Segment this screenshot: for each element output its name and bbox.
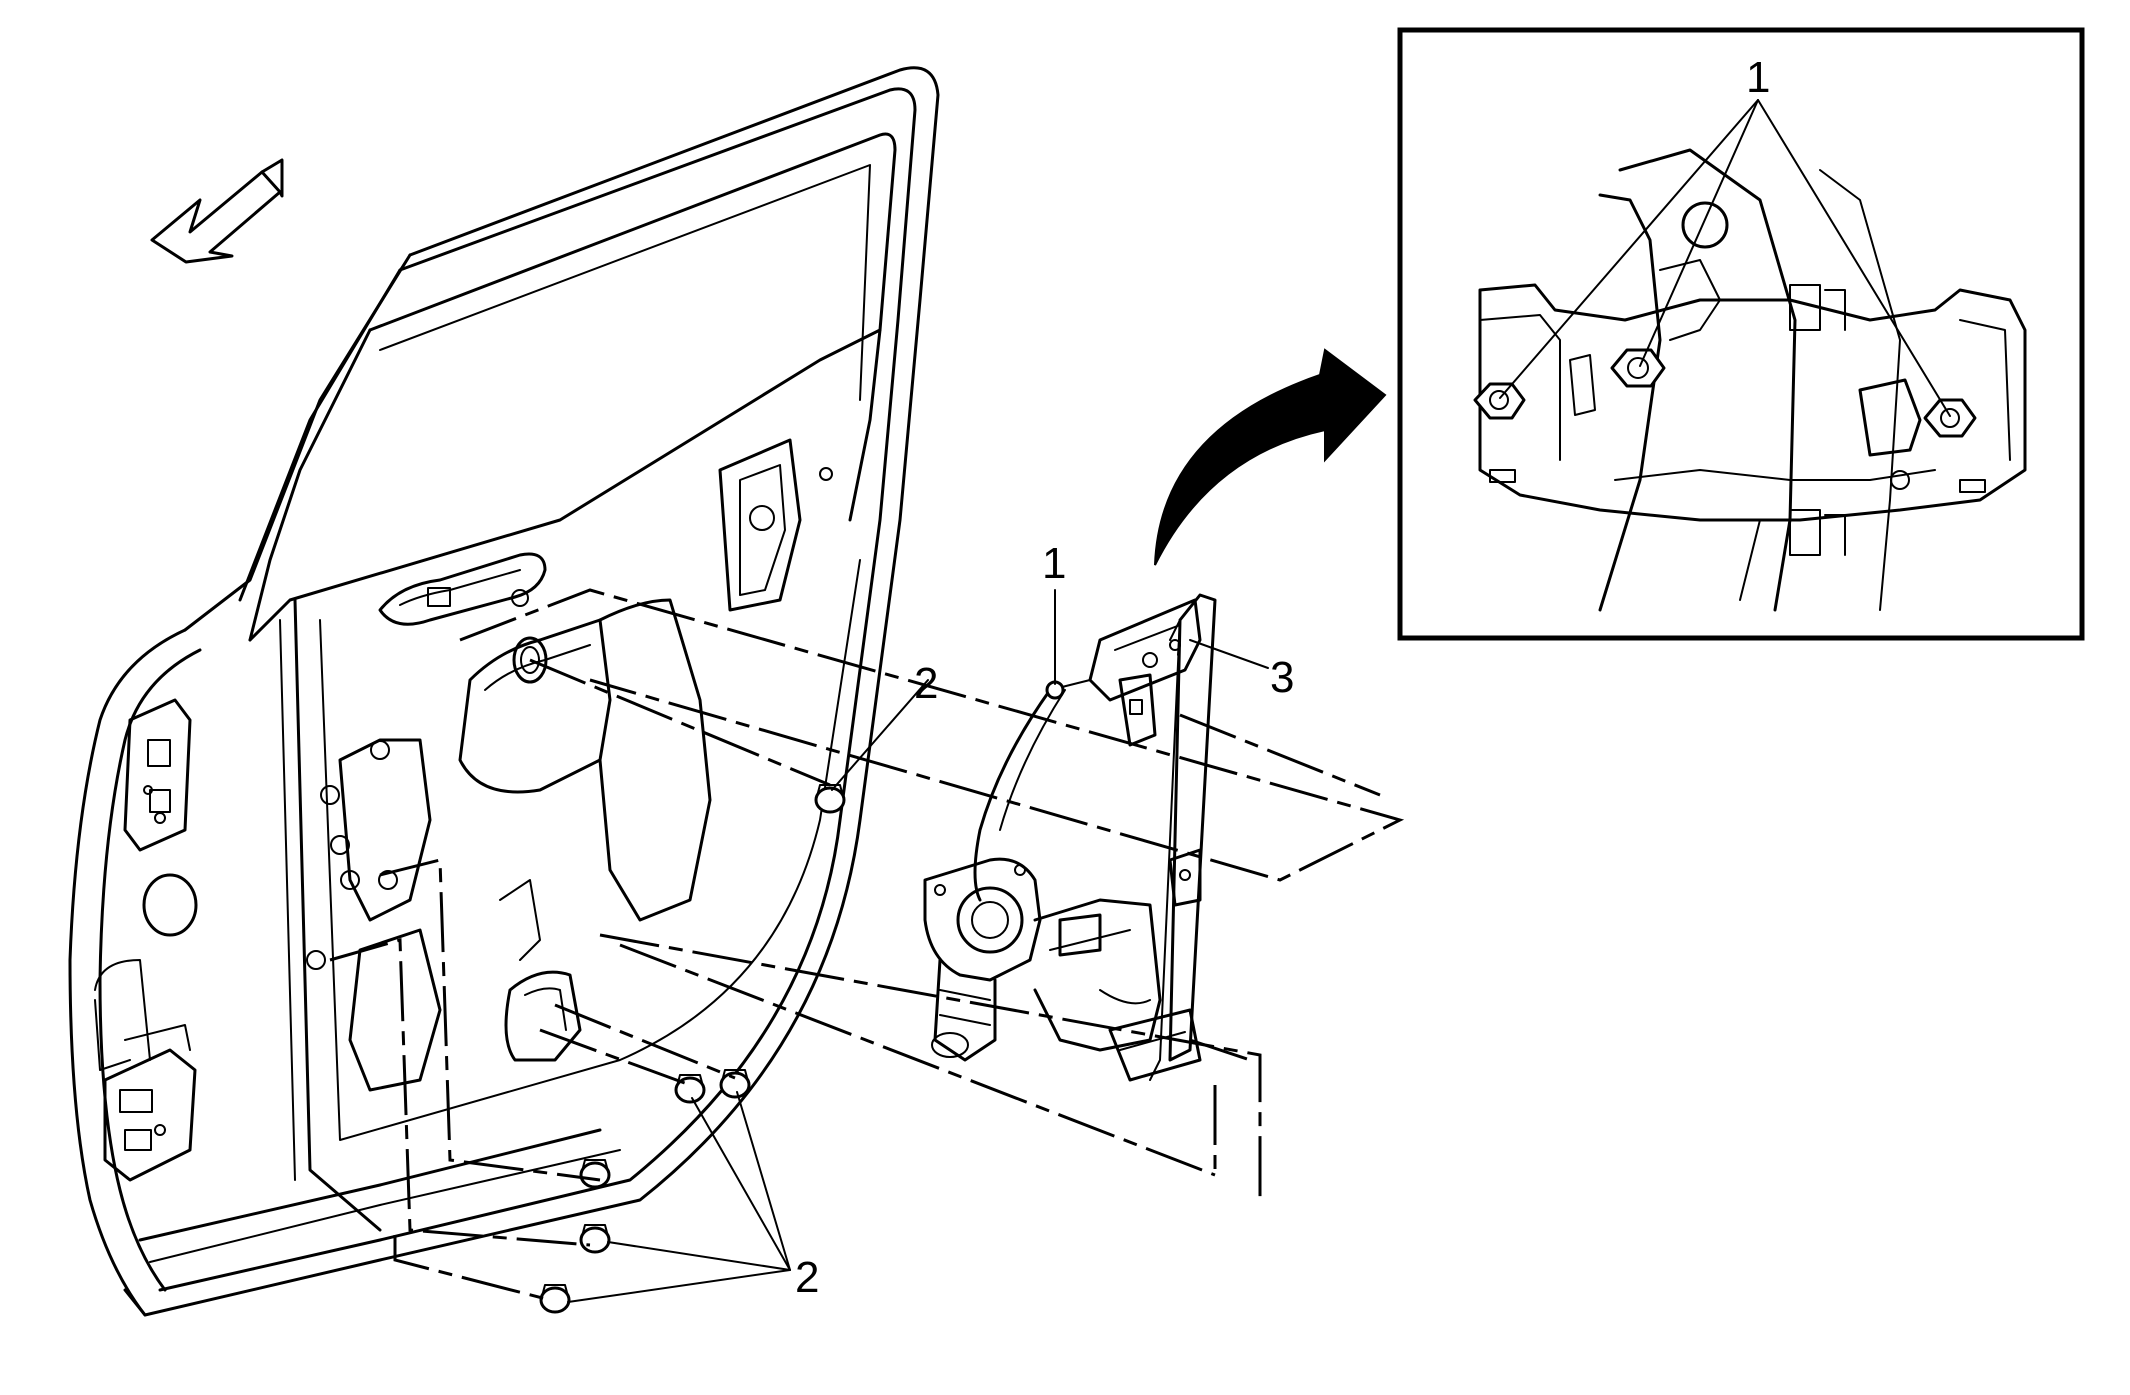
- upper-bolt: [814, 784, 846, 814]
- window-regulator: [923, 593, 1217, 1082]
- lower-bolts: [539, 1069, 751, 1314]
- door-frame: [68, 66, 940, 1317]
- callout-regulator-fastener: 1: [1042, 539, 1066, 588]
- bolt: [579, 1224, 611, 1254]
- inset-detail: [1397, 27, 2085, 641]
- lower-hinge: [103, 1024, 197, 1182]
- bolt: [579, 1159, 611, 1189]
- front-direction-arrow-icon: [150, 158, 284, 264]
- alignment-lines: [329, 588, 1405, 1302]
- upper-hinge: [123, 698, 192, 852]
- bolt: [674, 1074, 706, 1104]
- regulator-motor: [923, 857, 1042, 1062]
- bolt: [719, 1069, 751, 1099]
- leader-lines: [567, 589, 1269, 1303]
- inset-nut-left: [1473, 382, 1526, 420]
- curved-arrow-icon: [1154, 348, 1387, 566]
- inset-nut-center: [1610, 348, 1666, 388]
- callout-inset-fastener: 1: [1746, 53, 1770, 102]
- callout-upper-bolt: 2: [914, 659, 938, 708]
- bolt: [539, 1284, 571, 1314]
- callout-regulator: 3: [1270, 653, 1294, 702]
- callout-lower-bolts: 2: [795, 1253, 819, 1302]
